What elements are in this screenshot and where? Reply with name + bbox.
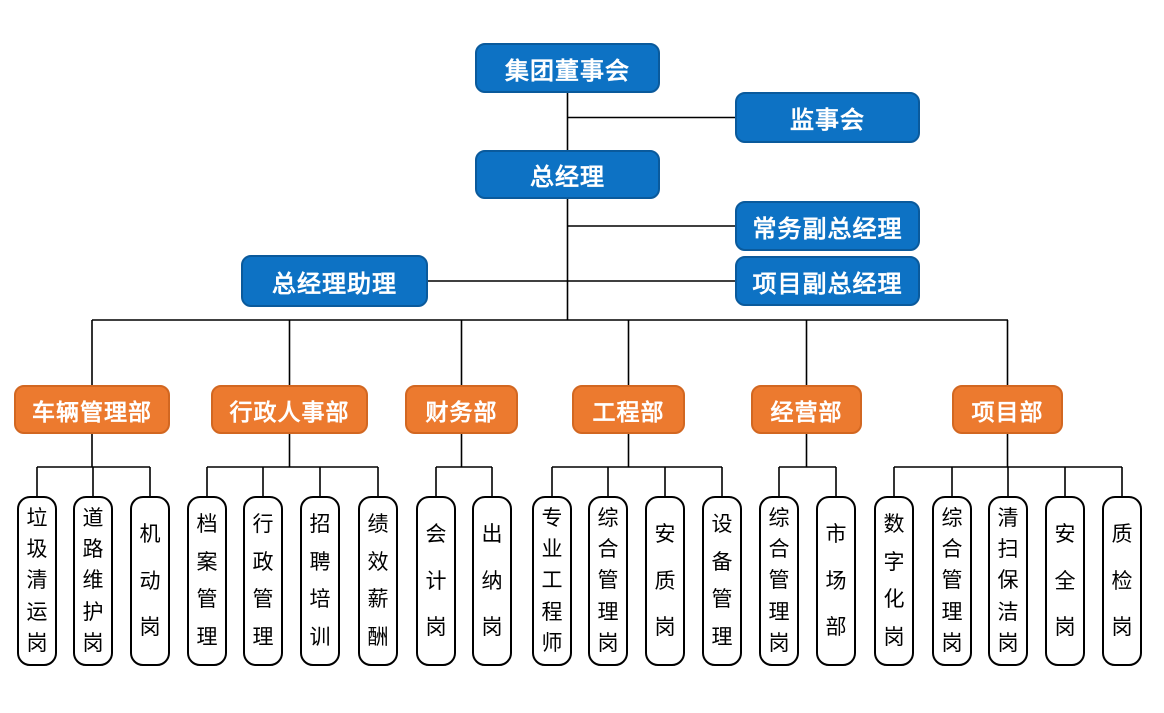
node-dept-project: 项目部 xyxy=(952,385,1063,434)
node-post-general-management-ops: 综合管理岗 xyxy=(759,496,799,666)
node-post-safety: 安全岗 xyxy=(1045,496,1085,666)
node-post-quality-inspection: 质检岗 xyxy=(1102,496,1142,666)
node-executive-deputy-gm: 常务副总经理 xyxy=(735,201,920,251)
node-post-road-maintenance: 道路维护岗 xyxy=(73,496,113,666)
node-dept-engineering: 工程部 xyxy=(572,385,685,434)
node-post-cashier: 出纳岗 xyxy=(472,496,512,666)
node-post-mobile: 机动岗 xyxy=(130,496,170,666)
node-post-archives-management: 档案管理 xyxy=(187,496,227,666)
node-post-cleaning: 清扫保洁岗 xyxy=(988,496,1028,666)
node-project-deputy-gm: 项目副总经理 xyxy=(735,256,920,306)
node-gm-assistant: 总经理助理 xyxy=(241,255,428,307)
node-post-admin-management: 行政管理 xyxy=(243,496,283,666)
node-dept-finance: 财务部 xyxy=(405,385,518,434)
node-post-professional-engineer: 专业工程师 xyxy=(532,496,572,666)
node-post-recruitment-training: 招聘培训 xyxy=(300,496,340,666)
node-post-general-management-proj: 综合管理岗 xyxy=(932,496,972,666)
node-post-performance-compensation: 绩效薪酬 xyxy=(358,496,398,666)
node-general-manager: 总经理 xyxy=(475,150,660,199)
node-group-board: 集团董事会 xyxy=(475,43,660,93)
node-post-market: 市场部 xyxy=(816,496,856,666)
node-post-safety-quality: 安质岗 xyxy=(645,496,685,666)
node-post-accounting: 会计岗 xyxy=(416,496,456,666)
node-post-digitalization: 数字化岗 xyxy=(874,496,914,666)
node-dept-admin-hr: 行政人事部 xyxy=(211,385,368,434)
node-supervisory-board: 监事会 xyxy=(735,92,920,143)
node-dept-vehicle-management: 车辆管理部 xyxy=(14,385,170,434)
node-post-equipment-management: 设备管理 xyxy=(702,496,742,666)
node-post-garbage-removal: 垃圾清运岗 xyxy=(17,496,57,666)
node-dept-operations: 经营部 xyxy=(751,385,862,434)
node-post-general-management-eng: 综合管理岗 xyxy=(588,496,628,666)
